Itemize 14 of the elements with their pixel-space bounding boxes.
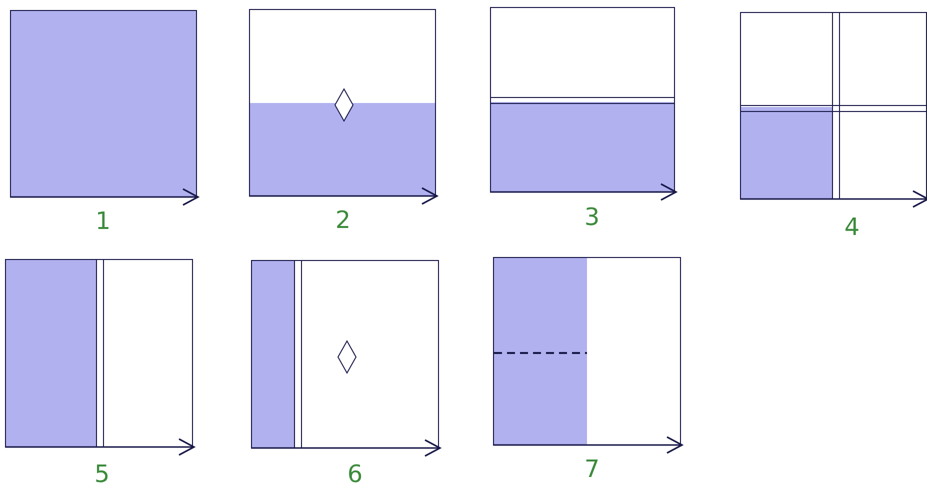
panel-number: 1 (95, 208, 111, 234)
panel-number: 5 (94, 461, 110, 487)
square-panel (10, 10, 197, 197)
square-panel (740, 12, 927, 199)
panel-number: 7 (584, 456, 600, 482)
panel-number: 3 (584, 204, 600, 230)
panel-number: 4 (844, 214, 860, 240)
panel-number: 6 (347, 461, 363, 487)
square-panel (493, 257, 681, 445)
square-panel (251, 260, 439, 448)
square-panel (5, 259, 193, 447)
panel-number: 2 (335, 207, 351, 233)
square-panel (249, 9, 436, 196)
square-panel (490, 7, 675, 192)
